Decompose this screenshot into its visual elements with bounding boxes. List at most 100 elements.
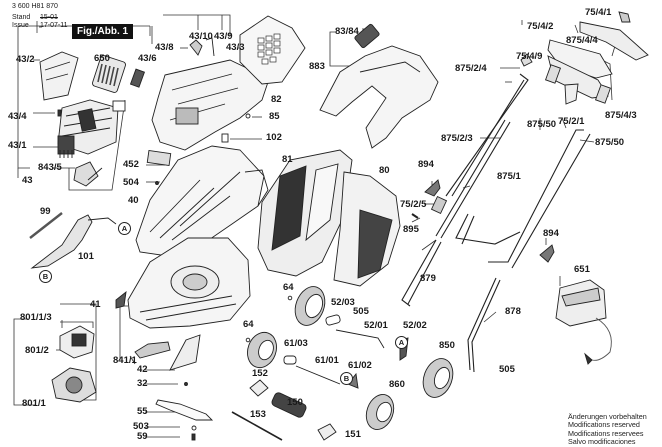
part-number: 3 600 H81 870 (12, 3, 58, 10)
modifications-note: Änderungen vorbehalten Modifications res… (568, 412, 647, 447)
part-151-roller-end (317, 423, 337, 441)
label-152: 152 (252, 368, 268, 379)
label-875-50-left: 875/50 (527, 119, 557, 130)
label-43-8: 43/8 (155, 42, 174, 53)
part-83-84-handle-grip (354, 23, 380, 49)
label-52-01: 52/01 (364, 320, 388, 331)
part-front-wheel-left (247, 331, 277, 369)
label-42: 42 (137, 364, 148, 375)
label-61-01: 61/01 (315, 355, 339, 366)
part-41-mower-deck (127, 237, 251, 329)
part-52-03-bushing (325, 314, 341, 326)
label-875-50-right: 875/50 (595, 137, 625, 148)
label-102: 102 (266, 132, 282, 143)
label-85: 85 (269, 111, 280, 122)
part-801-motor-assembly (51, 325, 97, 403)
part-895-pin (411, 213, 419, 219)
part-153-rod (231, 411, 283, 441)
label-505-upper: 505 (353, 306, 369, 317)
part-43-4-screw (57, 109, 62, 117)
label-503: 503 (133, 421, 149, 432)
label-878: 878 (505, 306, 521, 317)
part-55-blade (155, 399, 214, 421)
part-82-control-panel (239, 15, 306, 85)
part-75-2-5-clamp (430, 195, 448, 215)
label-801-1-3: 801/1/3 (20, 312, 52, 323)
note-french: Modifications reservees (568, 428, 644, 438)
label-75-4-2: 75/4/2 (527, 21, 554, 32)
label-41: 41 (90, 299, 101, 310)
label-52-03: 52/03 (331, 297, 355, 308)
label-80: 80 (379, 165, 390, 176)
stand-value: 15-01 (40, 14, 58, 21)
label-43-10: 43/10 (189, 31, 213, 42)
part-101-height-lever (30, 214, 117, 269)
label-43: 43 (22, 175, 33, 186)
label-843-5: 843/5 (38, 162, 62, 173)
label-55: 55 (137, 406, 148, 417)
part-883-grass-box-lid (319, 45, 439, 149)
part-43-1-connector-board (57, 99, 119, 158)
label-894-right: 894 (543, 228, 559, 239)
note-spanish: Salvo modificaciones (568, 437, 636, 447)
part-61-03-bushing (283, 355, 297, 365)
label-43-3: 43/3 (226, 42, 245, 53)
part-81-grass-basket (257, 149, 353, 277)
label-650: 650 (94, 53, 110, 64)
label-504: 504 (123, 177, 139, 188)
label-801-2: 801/2 (25, 345, 49, 356)
part-894-knob-left (424, 179, 441, 197)
callout-b-axle: B (340, 372, 353, 385)
label-841-1: 841/1 (113, 355, 137, 366)
label-101: 101 (78, 251, 94, 262)
label-52-02: 52/02 (403, 320, 427, 331)
part-52-01-axle (335, 329, 385, 349)
part-61-01-axle (295, 365, 341, 385)
label-875-1: 875/1 (497, 171, 521, 182)
label-875-2-4: 875/2/4 (455, 63, 487, 74)
label-43-4: 43/4 (8, 111, 27, 122)
part-503-washer (191, 425, 197, 431)
label-59: 59 (137, 431, 148, 442)
part-650-battery (92, 55, 126, 93)
label-894-left: 894 (418, 159, 434, 170)
part-850-wheel (422, 358, 454, 398)
label-81: 81 (282, 154, 293, 165)
label-75-4-1: 75/4/1 (585, 7, 612, 18)
label-43-9: 43/9 (214, 31, 233, 42)
part-99-rod (29, 212, 63, 239)
label-43-2: 43/2 (16, 54, 35, 65)
label-64-lower: 64 (243, 319, 254, 330)
part-64-nut-a (287, 295, 293, 301)
callout-a-axle: A (395, 336, 408, 349)
label-883: 883 (309, 61, 325, 72)
label-61-02: 61/02 (348, 360, 372, 371)
part-860-wheel (365, 394, 395, 430)
part-40-housing-frame (135, 145, 269, 257)
label-850: 850 (439, 340, 455, 351)
label-875-4-4: 875/4/4 (566, 35, 598, 46)
label-651: 651 (574, 264, 590, 275)
label-32: 32 (137, 378, 148, 389)
part-handle-tubes (401, 73, 591, 373)
label-43-1: 43/1 (8, 140, 27, 151)
label-879: 879 (420, 273, 436, 284)
part-150-roller (271, 392, 307, 418)
label-82: 82 (271, 94, 282, 105)
label-151: 151 (345, 429, 361, 440)
label-99: 99 (40, 206, 51, 217)
label-61-03: 61/03 (284, 338, 308, 349)
label-43-6: 43/6 (138, 53, 157, 64)
callout-a-lever: A (118, 222, 131, 235)
note-english: Modifications reserved (568, 420, 640, 430)
label-75-4-9: 75/4/9 (516, 51, 543, 62)
issue-value: 17-07-11 (40, 22, 68, 29)
part-152-roller-end (249, 379, 269, 397)
callout-b-lever: B (39, 270, 52, 283)
part-43-6 (129, 68, 146, 88)
label-150: 150 (287, 397, 303, 408)
part-504-screw (155, 181, 159, 185)
part-875-4-handle-top (544, 11, 649, 105)
